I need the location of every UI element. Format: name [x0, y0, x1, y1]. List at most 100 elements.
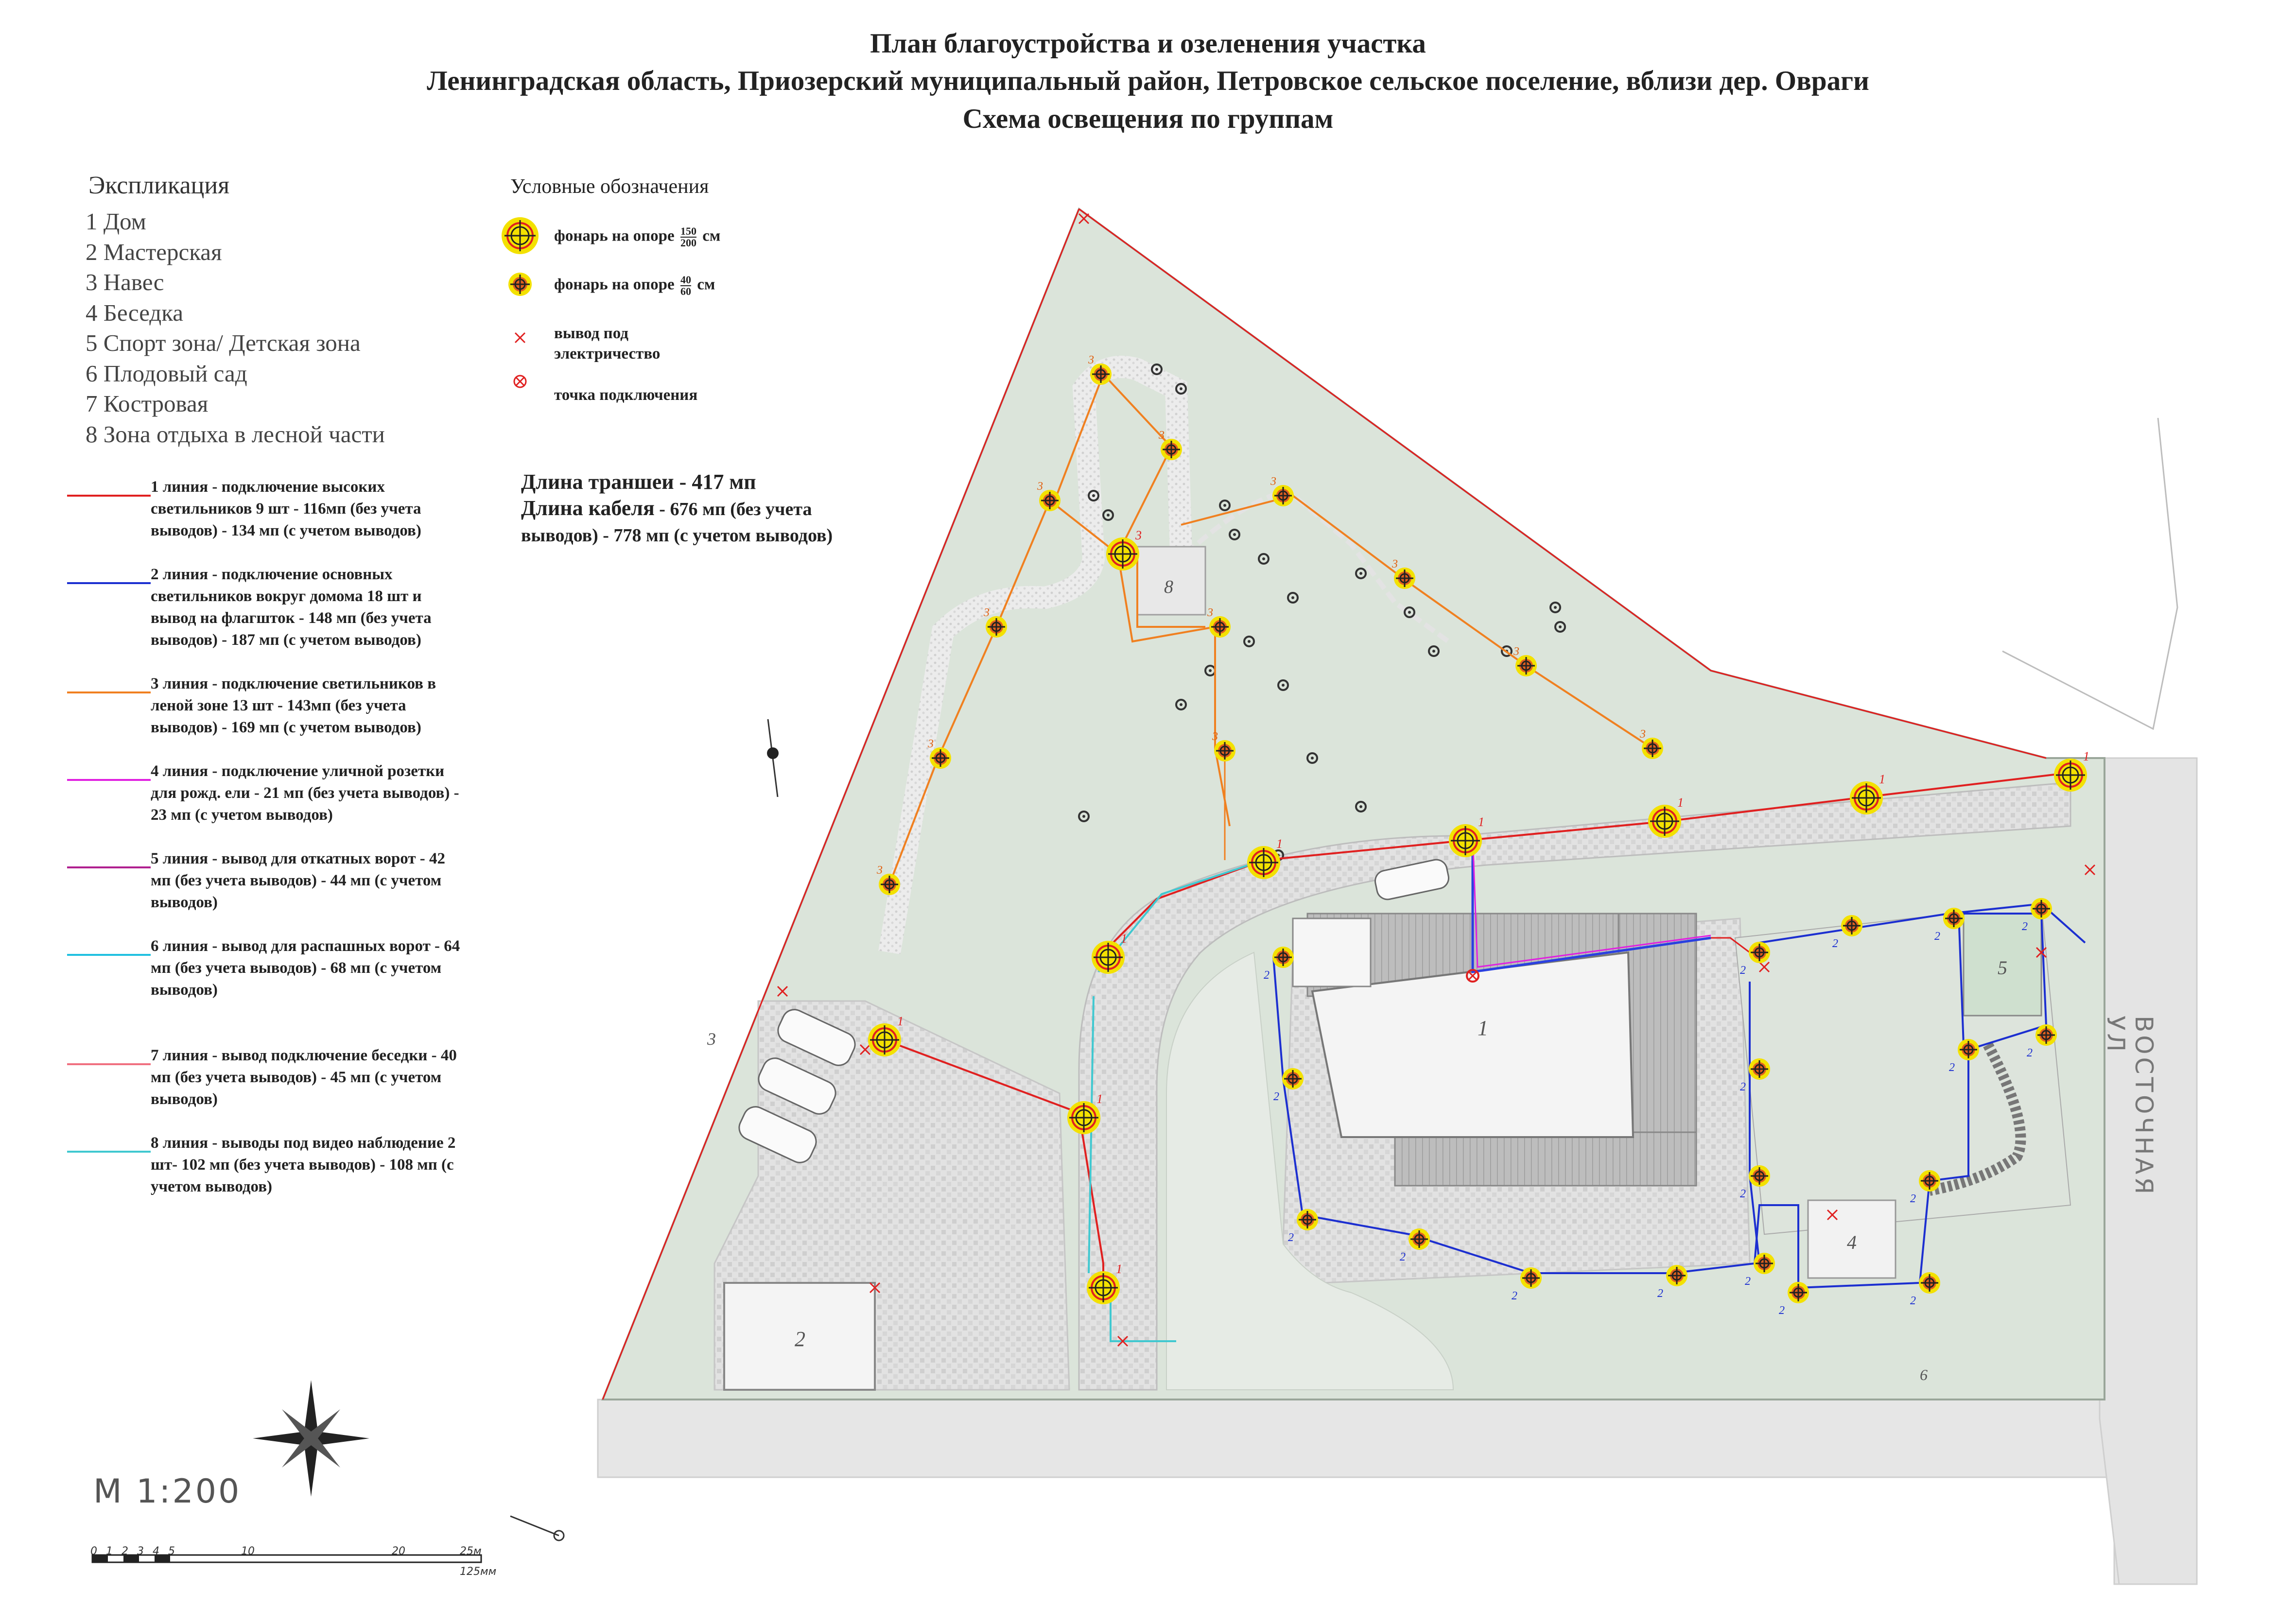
- lamp-group-number: 2: [2027, 1047, 2033, 1059]
- lamp-group-number: 3: [876, 864, 883, 877]
- trees-group: [1078, 363, 1566, 861]
- tree-icon: [1209, 669, 1212, 672]
- short-lamp-icon: 2: [1832, 915, 1862, 950]
- tree-icon: [1359, 805, 1362, 808]
- connection-point: [1466, 969, 1479, 983]
- lamp-group-number: 3: [983, 606, 990, 619]
- outlet-marker: [1826, 1209, 1838, 1221]
- tree-icon: [1291, 596, 1294, 599]
- tree-icon: [1404, 606, 1415, 618]
- short-lamp-icon: 2: [1740, 1165, 1770, 1200]
- short-lamp-icon: 3: [927, 738, 951, 769]
- house-building: [1292, 913, 1697, 1187]
- outlet-marker: [777, 985, 788, 997]
- legend-symbols: [502, 217, 539, 388]
- lamp-group-number: 2: [1745, 1275, 1751, 1288]
- outlet-icon: [514, 332, 526, 344]
- tall-lamp-icon: 1: [1850, 772, 1885, 814]
- short-lamp-icon: 2: [1910, 1272, 1940, 1307]
- outlet-marker: [859, 1044, 871, 1055]
- explication-list: 1 Дом 2 Мастерская 3 Навес 4 Беседка 5 С…: [86, 207, 385, 449]
- legend-connection-point: точка подключения: [554, 386, 698, 404]
- lamp-group-number: 2: [1288, 1231, 1294, 1244]
- tree-icon: [1155, 368, 1158, 371]
- lamp-group-number: 1: [1879, 772, 1885, 786]
- explication-item: 1 Дом: [86, 208, 146, 235]
- tree-icon: [1501, 645, 1513, 657]
- explication-item: 5 Спорт зона/ Детская зона: [86, 329, 361, 356]
- title-line-3: Схема освещения по группам: [962, 104, 1334, 134]
- scale-tick: 25м: [460, 1545, 482, 1557]
- tall-lamp-icon: [502, 217, 539, 254]
- tree-icon: [1287, 592, 1299, 604]
- boundary-line: [1078, 208, 2047, 759]
- short-lamp-icon: 2: [1264, 947, 1294, 982]
- tall-lamp-icon: 1: [868, 1014, 904, 1056]
- lamp-group-number: 1: [897, 1014, 904, 1028]
- tree-icon: [1180, 387, 1183, 390]
- trench-length: Длина траншеи - 417 мп: [521, 470, 756, 494]
- tree-icon: [1282, 684, 1285, 687]
- short-lamp-icon: 3: [1207, 606, 1231, 638]
- street-area: [597, 1399, 2198, 1585]
- lamp-group-number: 2: [1949, 1061, 1955, 1074]
- lamp-group-number: 1: [1121, 932, 1127, 946]
- short-lamp-icon: 2: [1740, 1058, 1770, 1093]
- tall-lamp-icon: 1: [2054, 749, 2089, 792]
- outlet-marker: [869, 1282, 881, 1294]
- short-lamp-icon: 3: [1639, 728, 1663, 759]
- lamp-group-number: 2: [1910, 1295, 1916, 1307]
- line-3-cable: [1136, 554, 1205, 628]
- lamp-group-number: 2: [1934, 930, 1940, 943]
- outlet-marker: [1758, 961, 1770, 973]
- parked-cars: [738, 859, 1450, 1163]
- line-4-cable: [1472, 835, 1711, 968]
- tree-icon: [1559, 625, 1562, 628]
- tree-icon: [1175, 383, 1187, 395]
- short-lamp-icon: 3: [1158, 429, 1182, 460]
- line-2-description: 2 линия - подключение основных светильни…: [151, 566, 432, 649]
- tall-lamp-icon: 1: [1067, 1092, 1103, 1134]
- lamp-group-number: 3: [1135, 528, 1142, 542]
- scale-tick: 4: [153, 1545, 159, 1557]
- lamp-group-number: 3: [1212, 730, 1218, 743]
- tall-lamp-icon: 1: [1247, 837, 1283, 879]
- short-lamp-icon: 3: [1392, 558, 1415, 589]
- explication-title: Экспликация: [88, 172, 230, 199]
- line-8-description: 8 линия - выводы под видео наблюдение 2 …: [151, 1134, 456, 1195]
- outlet-marker: [2084, 864, 2096, 876]
- lamp-group-number: 2: [1910, 1192, 1916, 1205]
- legend-tall-lamp: фонарь на опоре 150 200 см: [554, 225, 721, 249]
- explication-item: 8 Зона отдыха в лесной части: [86, 420, 385, 448]
- paver-arc: [1929, 1042, 2026, 1196]
- tree-icon: [1306, 752, 1318, 764]
- lamp-group-number: 1: [1677, 795, 1684, 810]
- tall-lamp-icon: 3: [1106, 528, 1142, 570]
- tree-icon: [1243, 636, 1255, 647]
- short-lamp-icon: 2: [1779, 1282, 1809, 1317]
- tree-icon: [1277, 679, 1289, 691]
- tree-icon: [1359, 572, 1362, 575]
- explication-item: 6 Плодовый сад: [86, 360, 247, 387]
- tree-icon: [1258, 553, 1270, 565]
- scale-tick: 0: [90, 1545, 97, 1557]
- tree-icon: [1355, 568, 1367, 579]
- tree-icon: [1180, 703, 1183, 706]
- explication-item: 2 Мастерская: [86, 238, 222, 265]
- line-7-cable: [1711, 937, 1750, 953]
- scale-tick: 10: [241, 1545, 255, 1557]
- line-6-description: 6 линия - вывод для распашных ворот - 64…: [151, 937, 460, 999]
- lamp-group-number: 2: [1832, 937, 1838, 950]
- short-lamp-icon: 3: [1037, 480, 1061, 511]
- north-arrow-small: [510, 719, 779, 1541]
- lamp-group-number: 2: [1740, 1188, 1746, 1200]
- tree-icon: [1549, 602, 1561, 613]
- lamp-group-number: 2: [1264, 969, 1270, 982]
- lamp-group-number: 2: [1779, 1304, 1785, 1317]
- zone-label-2: 2: [795, 1327, 805, 1351]
- workshop-building: [723, 1282, 876, 1391]
- scale-label: М 1:200: [93, 1472, 242, 1511]
- short-lamp-icon: 3: [1088, 354, 1112, 385]
- street-label: ВОСТОЧНАЯ УЛ: [2102, 1016, 2158, 1197]
